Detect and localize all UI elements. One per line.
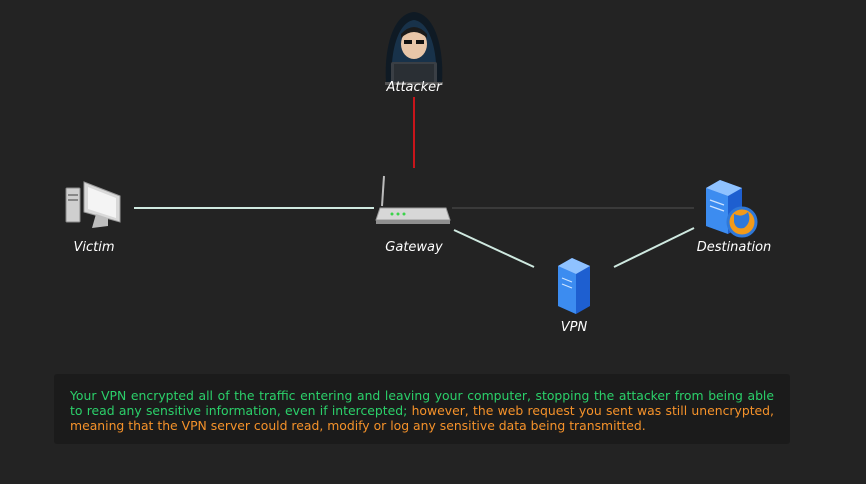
destination-label: Destination	[696, 240, 772, 255]
link-gateway-vpn	[453, 229, 535, 268]
vpn-label: VPN	[560, 320, 588, 335]
link-vpn-destination	[613, 227, 695, 268]
victim-label: Victim	[73, 240, 115, 255]
warning-message: however, the web request you sent was st…	[70, 403, 774, 433]
hacker-icon	[385, 12, 443, 85]
web-server-icon	[706, 180, 758, 238]
gateway-label: Gateway	[385, 240, 443, 255]
computer-icon	[65, 181, 121, 228]
router-icon	[375, 175, 451, 224]
vpn-server-icon	[558, 258, 590, 314]
encrypted-message: Your VPN encrypted all of the traffic en…	[70, 388, 774, 418]
explanation-box: Your VPN encrypted all of the traffic en…	[54, 374, 790, 444]
attacker-label: Attacker	[386, 80, 442, 95]
